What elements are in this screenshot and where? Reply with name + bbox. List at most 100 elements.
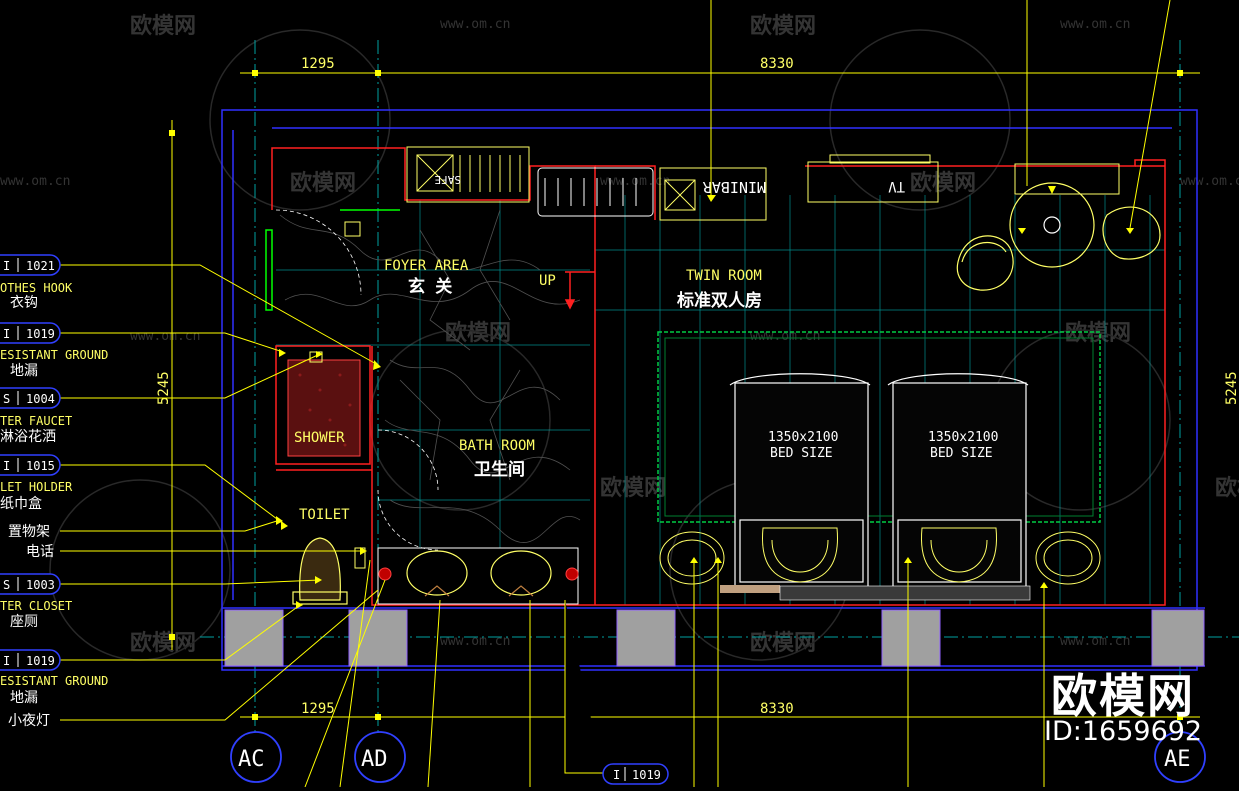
axis-bubbles (230, 731, 1206, 783)
svg-text:1019: 1019 (26, 654, 55, 668)
bed-right (887, 373, 1029, 589)
watermark-url: www.om.cn (1060, 634, 1130, 649)
bed2-size: 1350x2100 (928, 430, 998, 445)
callout-cn: 电话 (26, 544, 54, 560)
watermark-url: www.om.cn (130, 329, 200, 344)
svg-text:1004: 1004 (26, 392, 55, 406)
bath-label-en: BATH ROOM (459, 438, 535, 454)
up-label: UP (539, 273, 556, 289)
svg-text:1021: 1021 (26, 259, 55, 273)
callout-cn: 淋浴花洒 (0, 429, 56, 445)
tv-label: TV (888, 178, 905, 194)
callout-cn: 座厕 (10, 614, 38, 630)
bench (720, 585, 780, 593)
dimension-labels: 1295 8330 1295 8330 5245 5245 (156, 56, 1239, 717)
rug-inner (664, 337, 1094, 517)
bed1-label: BED SIZE (770, 446, 833, 461)
bottom-tag-code: 1019 (632, 768, 661, 782)
svg-text:S: S (3, 392, 10, 406)
axis-labels: AC AD AE (238, 747, 1191, 772)
brand-logo-text: 欧模网 (1051, 669, 1195, 723)
dim-top-right: 8330 (760, 56, 794, 72)
window-elements (265, 209, 400, 311)
minibar (659, 167, 767, 221)
floor-tile-grid (276, 195, 1165, 605)
axis-bubble-ac (230, 731, 282, 783)
room-labels-cn: 玄 关 标准双人房 卫生间 (408, 276, 762, 480)
column (348, 609, 408, 667)
structural-columns (224, 609, 1205, 667)
leader-arrowheads (276, 349, 381, 609)
svg-text:I: I (3, 259, 10, 273)
wardrobe (537, 167, 654, 217)
callout-en: LET HOLDER (0, 480, 73, 494)
svg-text:AC: AC (238, 747, 265, 772)
watermark-text: 欧模网 (130, 13, 196, 39)
bed-left (729, 373, 871, 589)
shower-tray-dots (298, 373, 352, 447)
dim-top-left: 1295 (301, 56, 335, 72)
column (1151, 609, 1205, 667)
column (616, 609, 676, 667)
callout-cn: 纸巾盒 (0, 495, 42, 512)
minibar-label: MINIBAR (702, 178, 766, 196)
safe (406, 146, 530, 203)
svg-text:I: I (3, 654, 10, 668)
watermark-text: 欧模网 (910, 170, 976, 196)
svg-text:1019: 1019 (26, 327, 55, 341)
bottom-tag-letter: I (613, 768, 620, 782)
bed-labels: 1350x2100 BED SIZE 1350x2100 BED SIZE (768, 430, 998, 461)
callout-cn: 地漏 (10, 363, 38, 379)
watermark-url: www.om.cn (1180, 174, 1239, 189)
svg-text:I: I (3, 459, 10, 473)
twin-label-en: TWIN ROOM (686, 268, 762, 284)
watermark-url: www.om.cn (1060, 17, 1130, 32)
foyer-label-en: FOYER AREA (384, 258, 469, 274)
outer-wall-outline (221, 109, 1205, 671)
callout-cn: 地漏 (10, 690, 38, 706)
bottom-tag (602, 763, 669, 785)
dim-left-height: 5245 (156, 371, 172, 405)
callout-chinese: 衣钩 地漏 淋浴花洒 纸巾盒 置物架 电话 座厕 地漏 小夜灯 (0, 295, 56, 729)
tv-console (807, 154, 939, 203)
left-leaders (60, 264, 379, 721)
callout-english: OTHES HOOK ESISTANT GROUND TER FAUCET LE… (0, 281, 108, 688)
dimension-ticks (169, 70, 1183, 720)
twin-label-cn: 标准双人房 (677, 290, 762, 311)
up-arrow (564, 272, 576, 310)
watermark-text: 欧模网 (600, 475, 666, 501)
watermark-text: 欧模网 (750, 630, 816, 656)
axis-bubble-ad (354, 731, 406, 783)
interior-walls (271, 147, 1166, 606)
sinks (406, 550, 552, 597)
callout-en: TER FAUCET (0, 414, 72, 428)
callout-en: ESISTANT GROUND (0, 348, 108, 362)
dim-right-height: 5245 (1224, 371, 1239, 405)
svg-text:I: I (3, 327, 10, 341)
vanity (377, 547, 579, 605)
rug (657, 331, 1101, 523)
column (224, 609, 284, 667)
foyer-label-cn: 玄 关 (408, 276, 452, 297)
svg-text:AE: AE (1164, 747, 1191, 772)
safe-label: SAFE (435, 173, 462, 186)
dimension-lines (171, 72, 1200, 718)
callout-cn: 小夜灯 (8, 713, 50, 729)
callout-en: OTHES HOOK (0, 281, 73, 295)
svg-text:S: S (3, 578, 10, 592)
dim-bottom-right: 8330 (760, 701, 794, 717)
watermark-text: 欧模网 (130, 630, 196, 656)
watermark-text: 欧模网 (1215, 475, 1239, 501)
callout-cn: 衣钩 (10, 295, 38, 311)
watermark-url: www.om.cn (440, 17, 510, 32)
dim-bottom-left: 1295 (301, 701, 335, 717)
watermark-text: 欧模网 (750, 13, 816, 39)
axis-bubble-ae (1154, 731, 1206, 783)
top-leaders (710, 0, 1171, 229)
bed1-size: 1350x2100 (768, 430, 838, 445)
bath-label-cn: 卫生间 (474, 459, 525, 480)
watermark-text: 欧模网 (290, 170, 356, 196)
